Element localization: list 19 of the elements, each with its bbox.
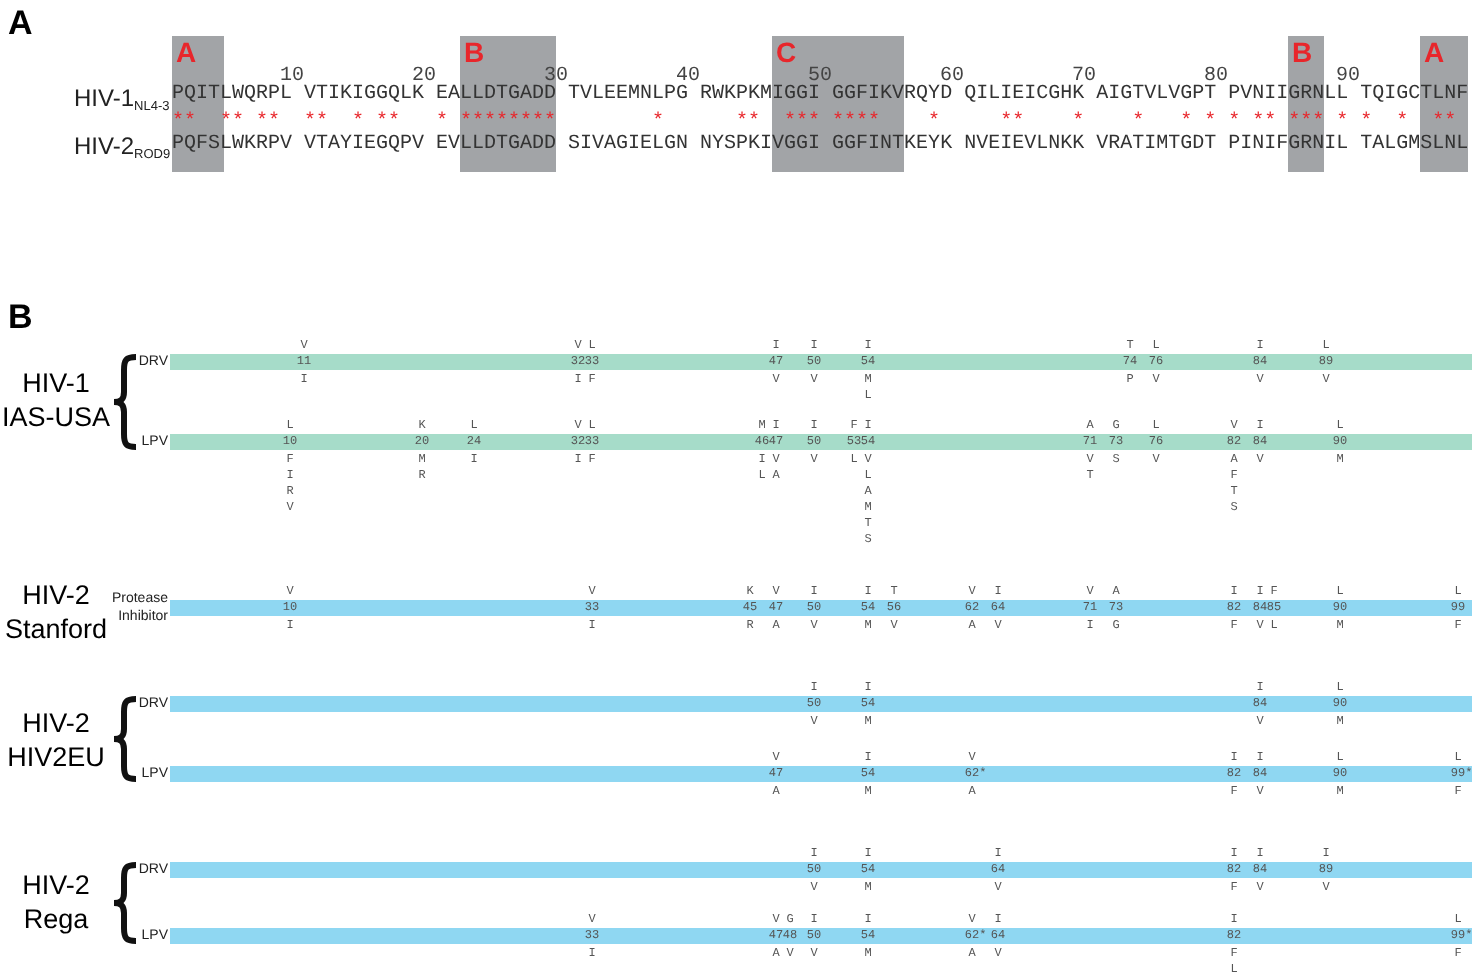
position-tick: 10 [280,68,304,88]
sequence-name: HIV-2$_{ROD9}$ [74,134,171,158]
position-tick: 40 [676,68,700,88]
region-letter: C [776,38,797,66]
conservation-marks: ** ** ** ** * ** * ******** * ** *** **** * ** * * * * * ** *** * * * ** [172,114,1457,134]
region-letter: B [1292,38,1313,66]
sequence-name: HIV-1$_{NL4-3}$ [74,86,170,110]
group-label: HIV-1 IAS-USA [0,366,112,434]
position-tick: 50 [808,68,832,88]
panel-letter: B [8,300,33,334]
group-label: HIV-2 HIV2EU [5,706,107,774]
panel-letter: A [8,6,33,40]
position-tick: 30 [544,68,568,88]
region-letter: A [176,38,197,66]
group-label: HIV-2 Stanford [2,578,110,646]
region-letter: B [464,38,485,66]
region-letter: A [1424,38,1445,66]
position-tick: 90 [1336,68,1360,88]
group-label: HIV-2 Rega [20,868,92,936]
